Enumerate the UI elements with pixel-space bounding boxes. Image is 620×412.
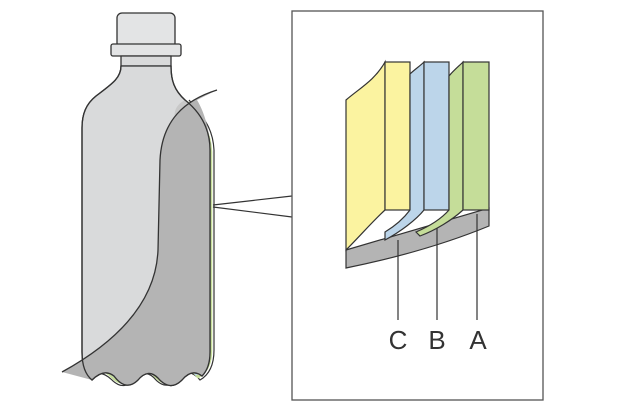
bottle-neck: [120, 55, 172, 67]
bottle-illustration: [61, 12, 218, 387]
layer-b-front: [423, 61, 450, 211]
label-c: C: [389, 325, 408, 355]
label-a: A: [469, 325, 487, 355]
layer-c-front: [384, 61, 411, 211]
callout-lines: [212, 195, 293, 218]
layer-a-front: [462, 61, 490, 211]
bottle-cap: [110, 12, 182, 57]
bottle-outline: [81, 65, 211, 387]
cross-section: [345, 59, 490, 269]
bottle-cutaway: [62, 90, 217, 386]
layer-b-face: [384, 60, 425, 242]
bottle-cutaway-edge: [61, 89, 218, 373]
leader-lines: [397, 214, 478, 320]
label-b: B: [428, 325, 445, 355]
cross-section-base: [345, 207, 490, 269]
layer-a-face: [414, 60, 464, 237]
